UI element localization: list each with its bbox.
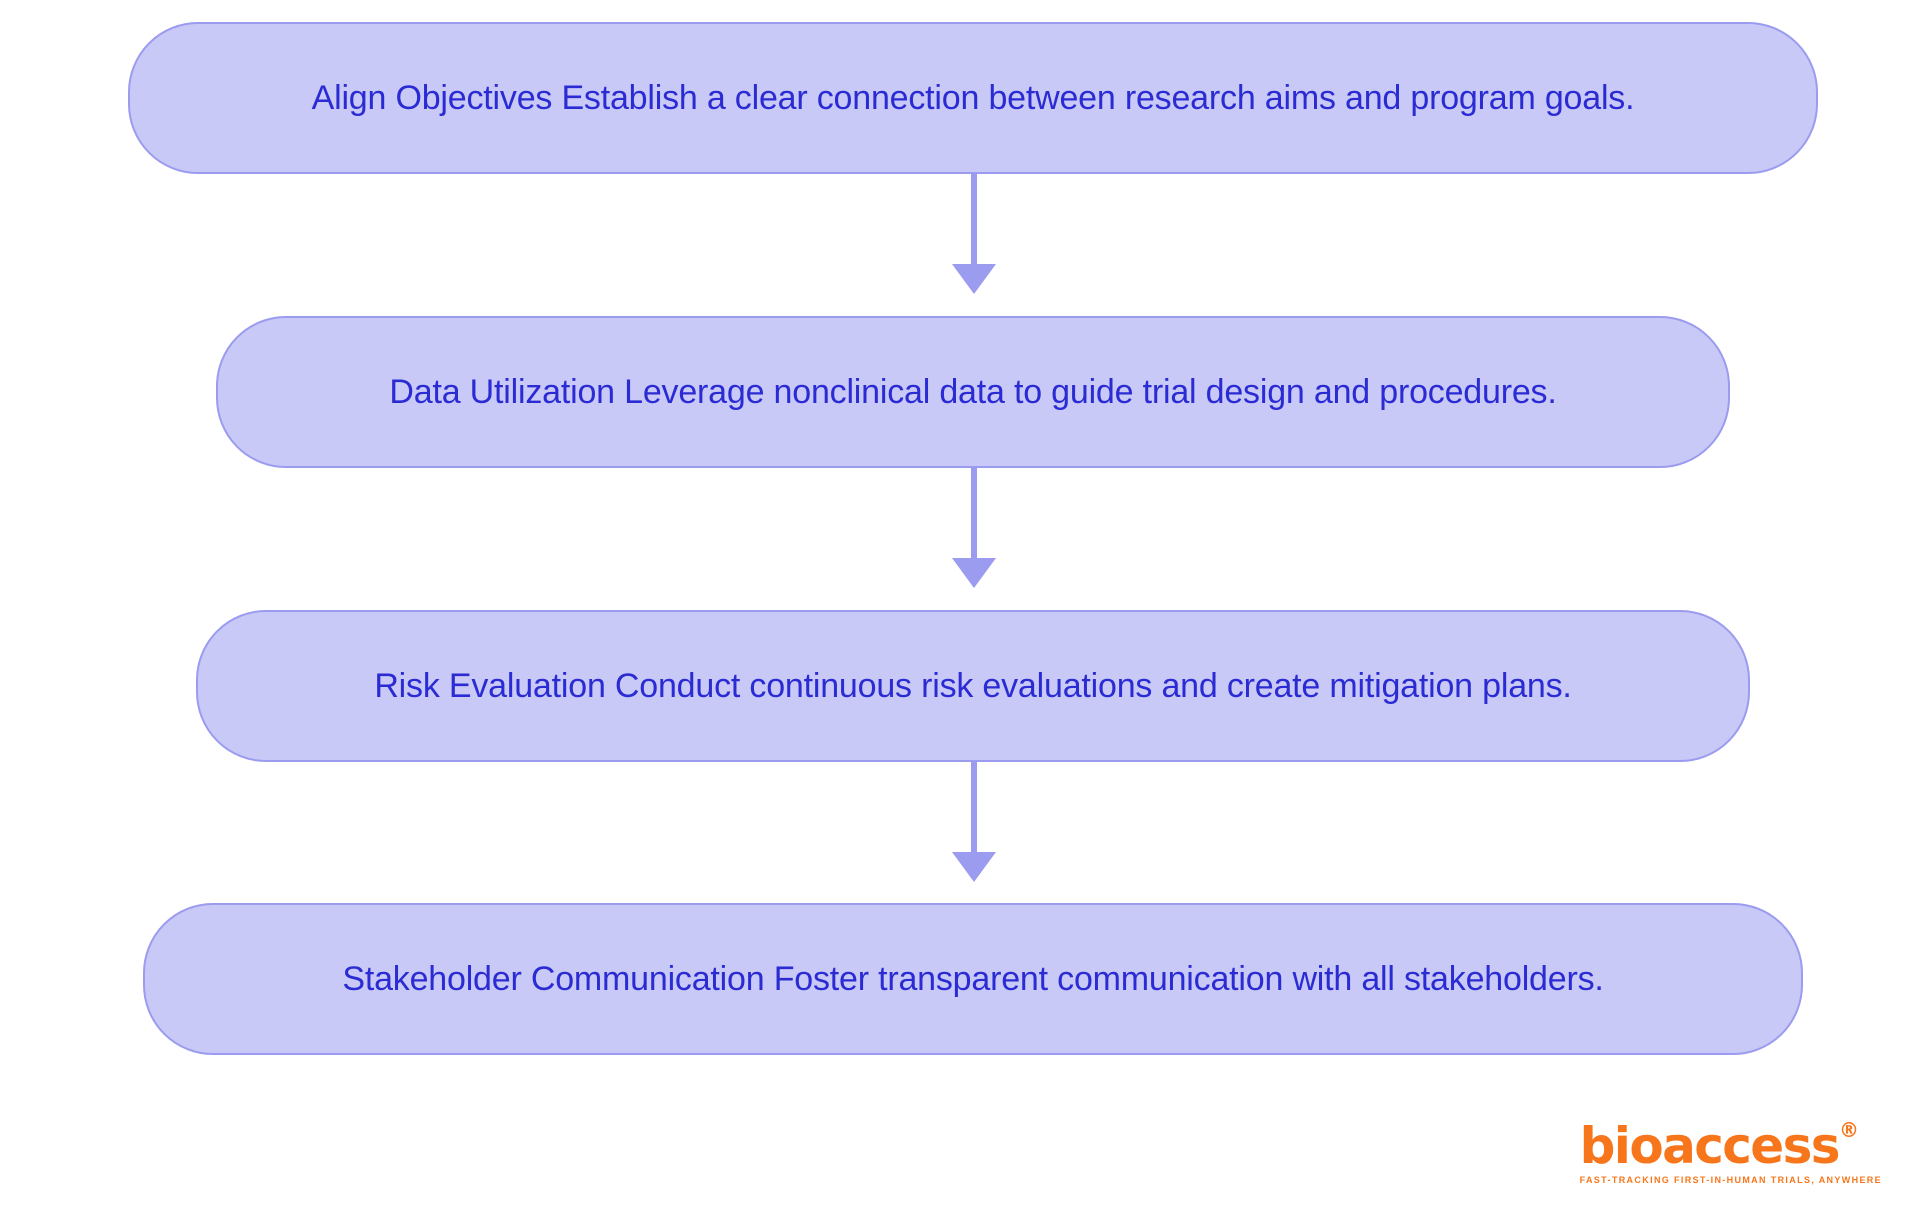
flow-node-label: Data Utilization Leverage nonclinical da… xyxy=(389,372,1557,411)
connector-stem xyxy=(971,762,977,854)
bioaccess-logo: bioaccess® FAST-TRACKING FIRST-IN-HUMAN … xyxy=(1579,1117,1882,1185)
flow-connector-arrow-3 xyxy=(952,762,996,882)
flow-node-label: Align Objectives Establish a clear conne… xyxy=(311,78,1635,117)
arrow-down-icon xyxy=(952,852,996,882)
flow-node-label: Risk Evaluation Conduct continuous risk … xyxy=(374,666,1572,705)
arrow-down-icon xyxy=(952,558,996,588)
flow-connector-arrow-1 xyxy=(952,174,996,294)
flow-node-data-utilization[interactable]: Data Utilization Leverage nonclinical da… xyxy=(216,316,1730,468)
flow-connector-arrow-2 xyxy=(952,468,996,588)
flow-node-align-objectives[interactable]: Align Objectives Establish a clear conne… xyxy=(128,22,1818,174)
logo-wordmark: bioaccess xyxy=(1579,1117,1841,1175)
registered-trademark-icon: ® xyxy=(1838,1118,1859,1142)
connector-stem xyxy=(971,468,977,560)
logo-tagline: FAST-TRACKING FIRST-IN-HUMAN TRIALS, ANY… xyxy=(1579,1175,1882,1185)
flow-node-risk-evaluation[interactable]: Risk Evaluation Conduct continuous risk … xyxy=(196,610,1750,762)
arrow-down-icon xyxy=(952,264,996,294)
connector-stem xyxy=(971,174,977,266)
flow-node-stakeholder-communication[interactable]: Stakeholder Communication Foster transpa… xyxy=(143,903,1803,1055)
flow-node-label: Stakeholder Communication Foster transpa… xyxy=(342,959,1604,998)
